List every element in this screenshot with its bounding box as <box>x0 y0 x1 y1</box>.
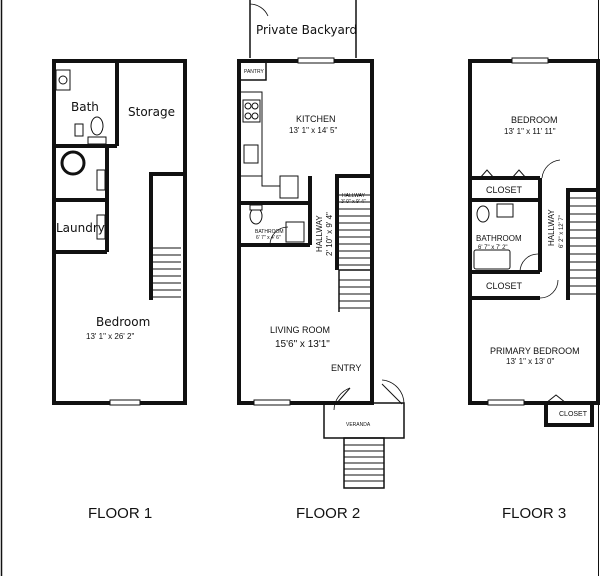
label-floor-2-hallway-dim: 2' 10" x 9' 4" <box>325 212 334 256</box>
caption-floor-2: FLOOR 2 <box>296 505 360 522</box>
floor-3-front-window <box>487 399 525 406</box>
label-closet-upper: CLOSET <box>486 185 523 195</box>
floor-1-shower-valve <box>74 123 84 137</box>
floor-3-toilet <box>476 205 490 223</box>
label-bath: Bath <box>71 100 99 114</box>
label-veranda: VERANDA <box>346 422 371 428</box>
pantry-wall <box>241 63 267 81</box>
caption-floor-1: FLOOR 1 <box>88 505 152 522</box>
entry-door-left-swing <box>333 387 351 411</box>
caption-floor-3: FLOOR 3 <box>502 505 566 522</box>
floor-1-utility-panel <box>96 169 106 191</box>
label-floor-3-bathroom: BATHROOM <box>476 234 522 243</box>
closet-upper-door-right <box>511 169 527 179</box>
floor-1-toilet-bowl <box>90 116 104 136</box>
floor-3-bathtub <box>473 249 511 270</box>
floor-2-vanity <box>285 221 305 243</box>
label-floor-2-bathroom: BATHROOM <box>255 229 284 235</box>
entry-door-left <box>335 387 351 405</box>
floor-2-rear-door <box>297 57 335 64</box>
floor-2-bath-door-swing <box>269 226 289 246</box>
label-primary-bedroom: PRIMARY BEDROOM <box>490 346 580 356</box>
floor-2-toilet-tank <box>249 204 263 211</box>
label-hallway-small: HALLWAY <box>342 193 366 199</box>
veranda-outline <box>323 402 405 439</box>
kitchen-stove <box>242 99 261 123</box>
label-floor-3-bedroom-dim: 13' 1" x 11' 11" <box>504 127 556 136</box>
backyard-gate-swing <box>249 3 269 17</box>
label-pantry: PANTRY <box>244 69 264 75</box>
floor-3-plan: BEDROOM 13' 1" x 11' 11" CLOSET BATHROOM… <box>468 57 600 427</box>
label-floor-3-hallway-dim: 6' 2" x 12' 7" <box>559 215 565 248</box>
closet-upper-door-left <box>479 169 495 179</box>
kitchen-counter-left <box>241 91 263 177</box>
label-kitchen-dim: 13' 1" x 14' 5" <box>289 126 337 135</box>
floor-1-window <box>109 399 141 406</box>
label-storage: Storage <box>128 105 175 119</box>
kitchen-fridge <box>279 175 299 199</box>
water-heater <box>60 150 86 176</box>
label-floor-3-bathroom-dim: 6' 7" x 7' 2" <box>478 245 508 251</box>
floor-1-stair-wall <box>149 172 183 300</box>
floor-1-sink-basin <box>58 75 68 85</box>
floor-1-stairs <box>153 247 181 298</box>
floor-2-plan: Private Backyard PANTRY <box>237 0 405 489</box>
floor-3-stair-wall <box>566 188 598 300</box>
floor-3-small-closet <box>544 401 594 427</box>
entry-door-right <box>381 383 403 405</box>
label-floor-3-hallway: HALLWAY <box>547 209 556 246</box>
laundry-machine <box>96 214 106 240</box>
label-primary-bedroom-dim: 13' 1" x 13' 0" <box>506 357 554 366</box>
label-floor-2-bathroom-dim: 6' 7" x 4' 6" <box>256 235 281 241</box>
floor-3-bath-door-swing <box>519 253 539 273</box>
floor-3-stairs <box>570 197 596 295</box>
label-laundry: Laundry <box>56 221 105 235</box>
floor-2-window <box>253 399 291 406</box>
floor-3-bedroom-door-swing <box>541 159 561 179</box>
entry-door-right-swing <box>381 379 405 405</box>
label-closet-small: CLOSET <box>559 411 588 418</box>
label-floor-3-bedroom: BEDROOM <box>511 115 558 125</box>
floor-1-toilet-tank <box>87 136 107 145</box>
label-closet-lower: CLOSET <box>486 281 523 291</box>
label-kitchen: KITCHEN <box>296 114 336 124</box>
label-entry: ENTRY <box>331 363 361 373</box>
label-living-room: LIVING ROOM <box>270 325 330 335</box>
label-hallway-small-dim: 3' 0" x 9' 4" <box>341 199 366 205</box>
label-living-room-dim: 15'6" x 13'1" <box>275 339 330 350</box>
floor-3-closet-lower-door <box>539 279 559 299</box>
floor-3-small-closet-door <box>545 394 567 404</box>
label-floor-1-bedroom: Bedroom <box>96 315 150 329</box>
label-floor-2-hallway: HALLWAY <box>315 215 324 252</box>
label-floor-1-bedroom-dim: 13' 1" x 26' 2" <box>86 332 134 341</box>
kitchen-sink <box>243 144 259 164</box>
floor-3-sink <box>496 203 514 218</box>
floor-2-stair-wall <box>335 174 370 270</box>
exterior-steps <box>344 444 384 482</box>
kitchen-counter-bottom <box>261 176 280 187</box>
floor-2-stairs <box>339 194 370 309</box>
floor-1-plan: Bath Storage Laundry Bedroom 13' 1" x 26… <box>52 59 187 406</box>
label-private-backyard: Private Backyard <box>256 23 357 37</box>
floor-3-rear-window <box>511 57 549 64</box>
